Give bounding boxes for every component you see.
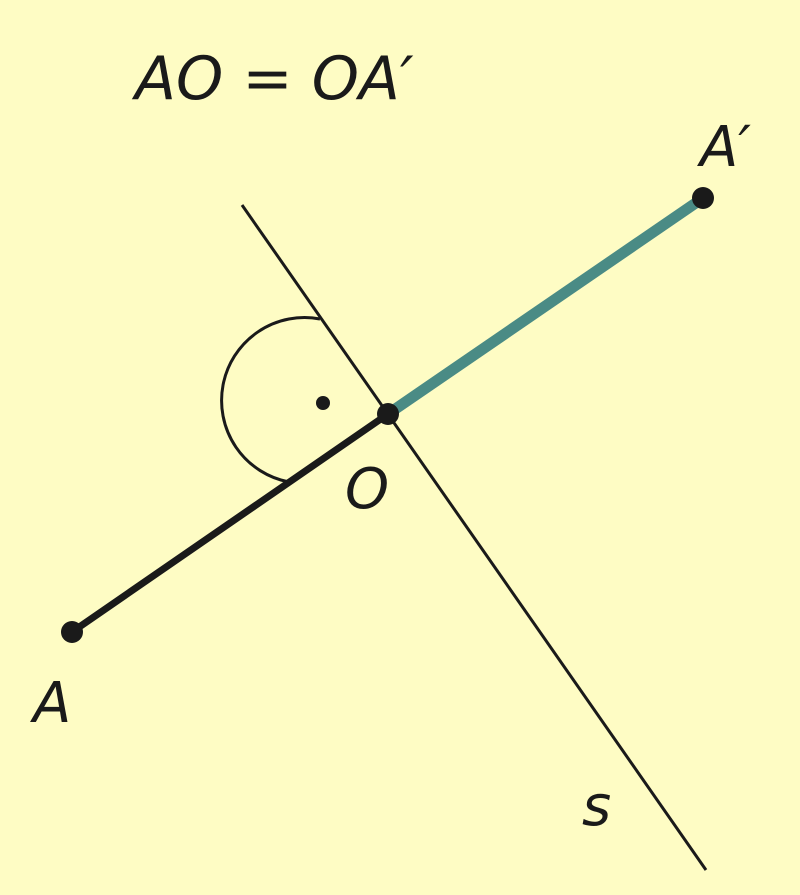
- point-a: [61, 621, 83, 643]
- equation-label: AO = OA′: [131, 44, 414, 114]
- point-a-prime: [692, 187, 714, 209]
- right-angle-arc: [220, 316, 321, 484]
- axis-line-s: [240, 204, 708, 871]
- point-a-prime-label: A′: [697, 115, 751, 180]
- point-o: [377, 403, 399, 425]
- segment-ao: [68, 410, 392, 636]
- point-o-label: O: [345, 457, 389, 522]
- point-a-label: A: [30, 671, 71, 736]
- line-s-label: s: [582, 774, 611, 839]
- segment-oa-prime: [382, 192, 709, 420]
- right-angle-dot: [316, 396, 330, 410]
